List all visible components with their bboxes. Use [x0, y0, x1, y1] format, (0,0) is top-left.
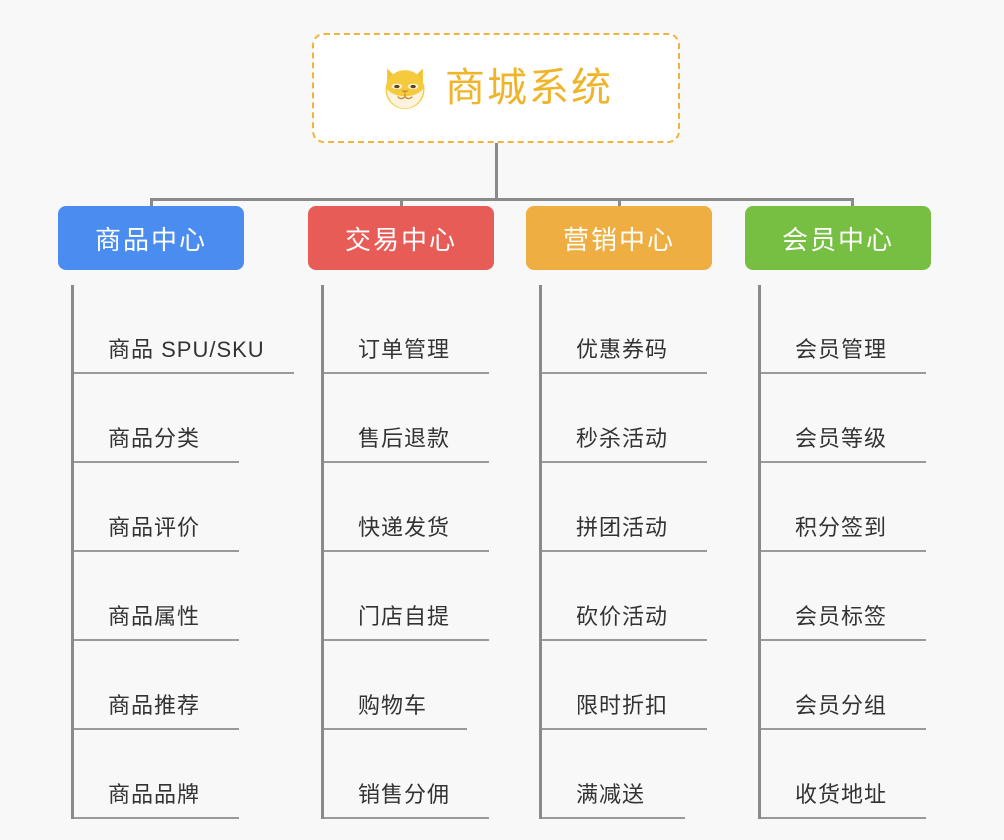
category-column-marketing: 营销中心 优惠券码 秒杀活动 拼团活动 砍价活动 限时折扣: [526, 206, 712, 819]
leaf-label: 快递发货: [358, 515, 451, 540]
category-header-label: 会员中心: [781, 224, 894, 255]
leaf-label: 积分签到: [795, 515, 888, 540]
list-item[interactable]: 购物车: [324, 641, 494, 730]
list-item[interactable]: 优惠券码: [542, 285, 712, 374]
leaf-underline: [542, 461, 707, 463]
leaf-label: 限时折扣: [576, 693, 669, 718]
leaf-list-trade: 订单管理 售后退款 快递发货 门店自提 购物车 销售分佣: [321, 285, 494, 819]
list-item[interactable]: 门店自提: [324, 552, 494, 641]
leaf-underline: [542, 639, 707, 641]
leaf-label: 会员等级: [795, 426, 888, 451]
list-item[interactable]: 砍价活动: [542, 552, 712, 641]
list-item[interactable]: 积分签到: [761, 463, 931, 552]
leaf-underline: [542, 550, 707, 552]
category-header-marketing[interactable]: 营销中心: [526, 206, 712, 270]
list-item[interactable]: 会员等级: [761, 374, 931, 463]
leaf-underline: [761, 639, 926, 641]
category-header-member[interactable]: 会员中心: [745, 206, 931, 270]
leaf-underline: [761, 728, 926, 730]
leaf-label: 购物车: [358, 693, 428, 718]
list-item[interactable]: 商品属性: [74, 552, 244, 641]
list-item[interactable]: 会员分组: [761, 641, 931, 730]
leaf-underline: [542, 372, 707, 374]
leaf-label: 商品属性: [108, 604, 201, 629]
leaf-underline: [324, 372, 489, 374]
connector-horizontal-bus: [150, 198, 854, 201]
category-header-trade[interactable]: 交易中心: [308, 206, 494, 270]
list-item[interactable]: 会员标签: [761, 552, 931, 641]
leaf-label: 会员标签: [795, 604, 888, 629]
leaf-label: 销售分佣: [358, 782, 451, 807]
leaf-underline: [74, 372, 294, 374]
list-item[interactable]: 满减送: [542, 730, 712, 819]
leaf-label: 商品推荐: [108, 693, 201, 718]
list-item[interactable]: 商品推荐: [74, 641, 244, 730]
leaf-underline: [74, 461, 239, 463]
list-item[interactable]: 秒杀活动: [542, 374, 712, 463]
leaf-label: 砍价活动: [576, 604, 669, 629]
category-column-trade: 交易中心 订单管理 售后退款 快递发货 门店自提 购物车: [308, 206, 494, 819]
leaf-underline: [761, 550, 926, 552]
category-header-label: 交易中心: [344, 224, 457, 255]
leaf-underline: [74, 639, 239, 641]
leaf-list-member: 会员管理 会员等级 积分签到 会员标签 会员分组 收货地址: [758, 285, 931, 819]
list-item[interactable]: 商品 SPU/SKU: [74, 285, 294, 374]
leaf-underline: [74, 728, 239, 730]
leaf-label: 门店自提: [358, 604, 451, 629]
leaf-label: 订单管理: [358, 337, 451, 362]
list-item[interactable]: 商品品牌: [74, 730, 244, 819]
leaf-label: 商品品牌: [108, 782, 201, 807]
leaf-underline: [761, 461, 926, 463]
list-item[interactable]: 商品评价: [74, 463, 244, 552]
list-item[interactable]: 拼团活动: [542, 463, 712, 552]
leaf-underline: [324, 550, 489, 552]
leaf-label: 秒杀活动: [576, 426, 669, 451]
category-header-label: 营销中心: [562, 224, 675, 255]
leaf-underline: [324, 728, 467, 730]
leaf-label: 商品评价: [108, 515, 201, 540]
leaf-underline: [324, 817, 489, 819]
connector-root-stem: [495, 143, 498, 200]
leaf-label: 商品分类: [108, 426, 201, 451]
leaf-label: 满减送: [576, 782, 646, 807]
leaf-underline: [74, 817, 239, 819]
category-column-member: 会员中心 会员管理 会员等级 积分签到 会员标签 会员分组: [745, 206, 931, 819]
leaf-underline: [324, 461, 489, 463]
list-item[interactable]: 会员管理: [761, 285, 931, 374]
connector-drop-1: [150, 198, 153, 208]
leaf-label: 优惠券码: [576, 337, 669, 362]
leaf-underline: [74, 550, 239, 552]
leaf-label: 拼团活动: [576, 515, 669, 540]
list-item[interactable]: 商品分类: [74, 374, 244, 463]
leaf-list-marketing: 优惠券码 秒杀活动 拼团活动 砍价活动 限时折扣 满减送: [539, 285, 712, 819]
leaf-underline: [324, 639, 489, 641]
leaf-underline: [542, 728, 707, 730]
category-header-product[interactable]: 商品中心: [58, 206, 244, 270]
leaf-label: 售后退款: [358, 426, 451, 451]
list-item[interactable]: 销售分佣: [324, 730, 494, 819]
leaf-underline: [761, 817, 926, 819]
category-header-label: 商品中心: [94, 224, 207, 255]
leaf-label: 会员管理: [795, 337, 888, 362]
root-node-title: 商城系统: [445, 66, 613, 110]
leaf-label: 商品 SPU/SKU: [108, 337, 265, 362]
list-item[interactable]: 订单管理: [324, 285, 494, 374]
root-node-shop-system[interactable]: 商城系统: [312, 33, 680, 143]
connector-drop-2: [400, 198, 403, 208]
connector-drop-4: [851, 198, 854, 208]
category-column-product: 商品中心 商品 SPU/SKU 商品分类 商品评价 商品属性 商品推荐: [58, 206, 294, 819]
list-item[interactable]: 限时折扣: [542, 641, 712, 730]
list-item[interactable]: 收货地址: [761, 730, 931, 819]
leaf-list-product: 商品 SPU/SKU 商品分类 商品评价 商品属性 商品推荐 商品品牌: [71, 285, 294, 819]
leaf-underline: [761, 372, 926, 374]
leaf-label: 会员分组: [795, 693, 888, 718]
list-item[interactable]: 售后退款: [324, 374, 494, 463]
leaf-underline: [542, 817, 685, 819]
leaf-label: 收货地址: [795, 782, 888, 807]
connector-drop-3: [618, 198, 621, 208]
shiba-dog-face-icon: [385, 68, 425, 111]
list-item[interactable]: 快递发货: [324, 463, 494, 552]
